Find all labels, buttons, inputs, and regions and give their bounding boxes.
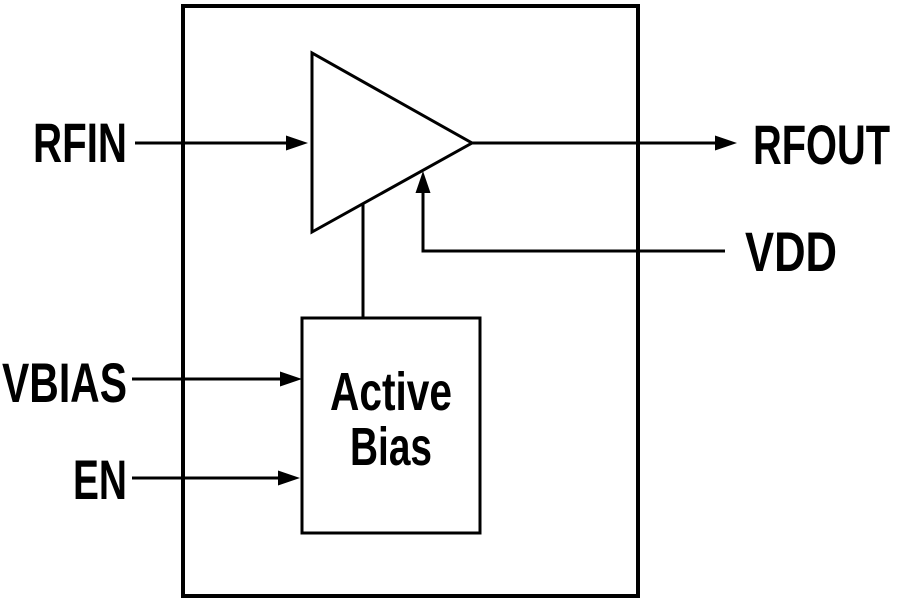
vbias-pin-label: VBIAS	[2, 351, 127, 414]
active-bias-label-line2: Bias	[350, 417, 432, 477]
vdd-arrowhead-icon	[415, 171, 431, 193]
en-pin-label: EN	[73, 448, 127, 511]
rfout-arrowhead-icon	[715, 135, 737, 151]
chip-boundary-rect	[181, 4, 640, 598]
vdd-wire	[421, 192, 725, 253]
amplifier-triangle-symbol	[310, 50, 476, 235]
vdd-pin-label: VDD	[745, 220, 837, 283]
vbias-arrowhead-icon	[280, 371, 302, 387]
rfout-pin-label: RFOUT	[753, 113, 890, 176]
rfin-pin-label: RFIN	[33, 111, 127, 174]
en-arrowhead-icon	[278, 470, 300, 486]
active-bias-label-line1: Active	[330, 362, 452, 422]
active-bias-block	[300, 316, 482, 535]
rfin-arrowhead-icon	[286, 135, 308, 151]
